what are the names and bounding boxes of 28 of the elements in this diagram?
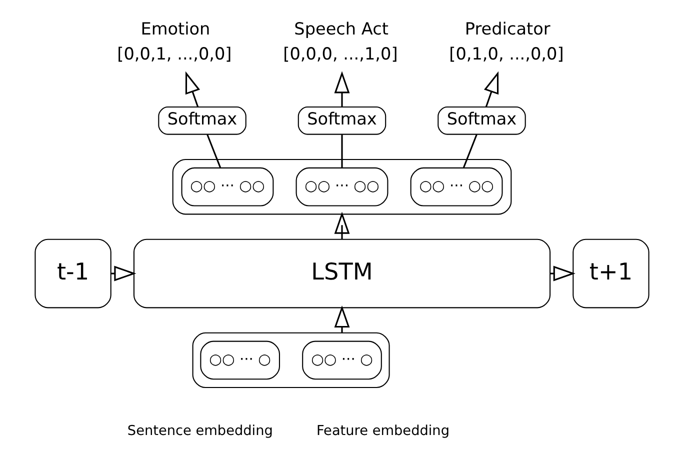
node-box: ○○ ··· ○○ <box>410 167 503 206</box>
node-label: Feature embedding <box>316 423 450 440</box>
connector <box>206 134 222 168</box>
node-box: t-1 <box>34 238 112 308</box>
connector <box>462 134 478 168</box>
arrow <box>550 266 576 282</box>
node-box: Softmax <box>438 106 526 135</box>
cluster <box>172 159 512 215</box>
arrow <box>484 71 499 108</box>
node-text: Speech Act [0,0,0, ...,1,0] <box>283 18 398 64</box>
node-box: ○○ ··· ○○ <box>181 167 274 206</box>
connector <box>341 134 343 168</box>
node-box: Softmax <box>298 106 386 135</box>
node-text: Emotion [0,0,1, ...,0,0] <box>117 18 232 64</box>
node-label: Sentence embedding <box>127 423 273 440</box>
arrow <box>110 266 136 282</box>
arrow <box>185 71 200 108</box>
arrow <box>334 212 350 240</box>
node-text: Predicator [0,1,0, ...,0,0] <box>449 18 564 64</box>
node-box: ○○ ··· ○ <box>200 340 280 380</box>
node-box: LSTM <box>133 238 551 308</box>
node-box: ○○ ··· ○ <box>302 340 382 380</box>
node-box: t+1 <box>572 238 650 308</box>
arrow <box>334 71 350 107</box>
cluster <box>192 332 390 388</box>
node-box: Softmax <box>158 106 246 135</box>
arrow <box>334 305 350 333</box>
node-box: ○○ ··· ○○ <box>296 167 388 206</box>
